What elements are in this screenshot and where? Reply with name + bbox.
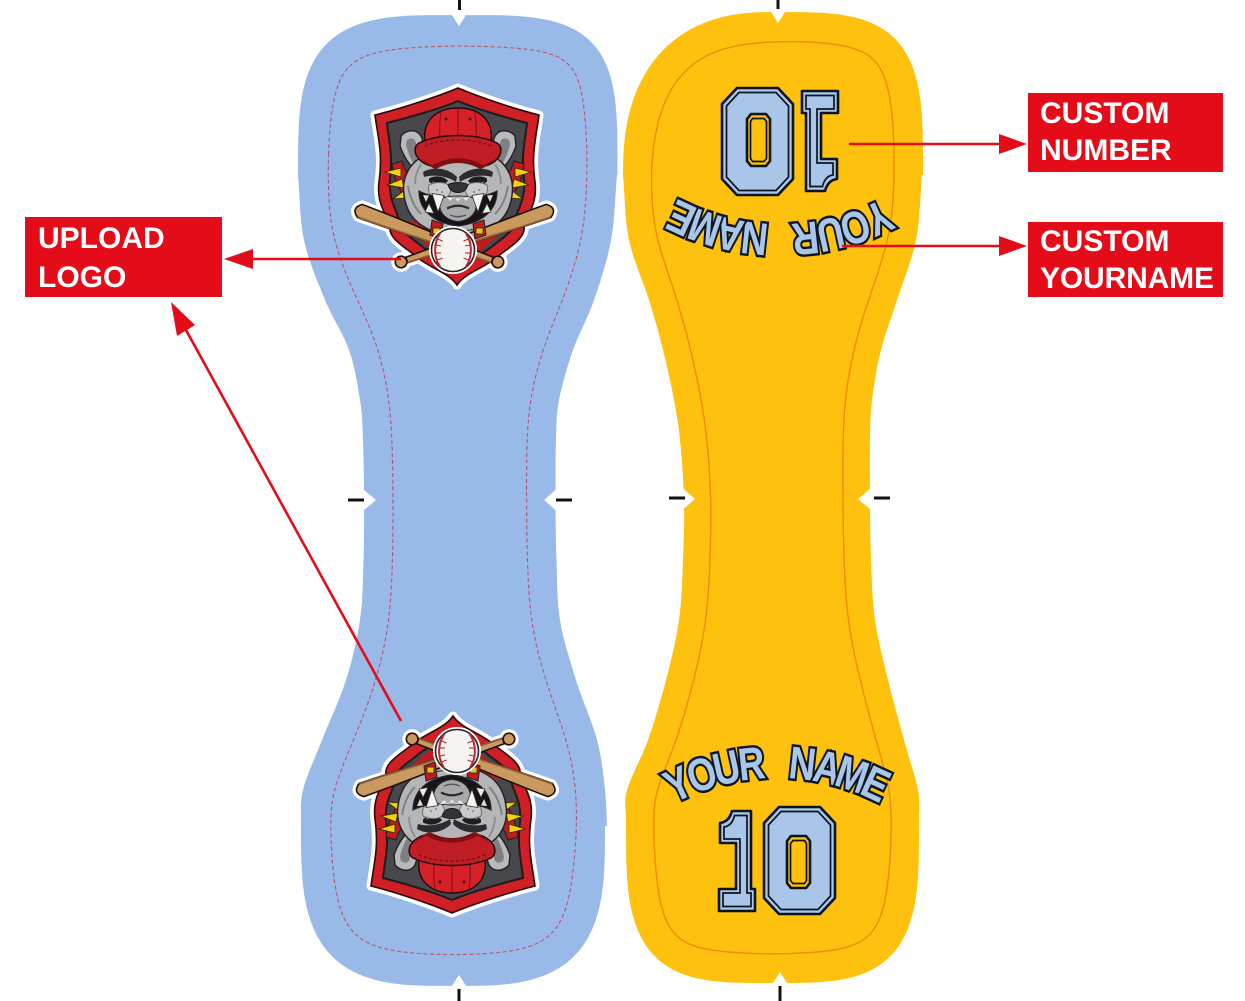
svg-text:LOGO: LOGO: [38, 261, 126, 294]
svg-text:YOURNAME: YOURNAME: [1040, 262, 1214, 295]
svg-text:UPLOAD: UPLOAD: [38, 222, 165, 255]
svg-text:CUSTOM: CUSTOM: [1040, 225, 1169, 258]
svg-text:NUMBER: NUMBER: [1040, 134, 1172, 167]
svg-text:CUSTOM: CUSTOM: [1040, 97, 1169, 130]
